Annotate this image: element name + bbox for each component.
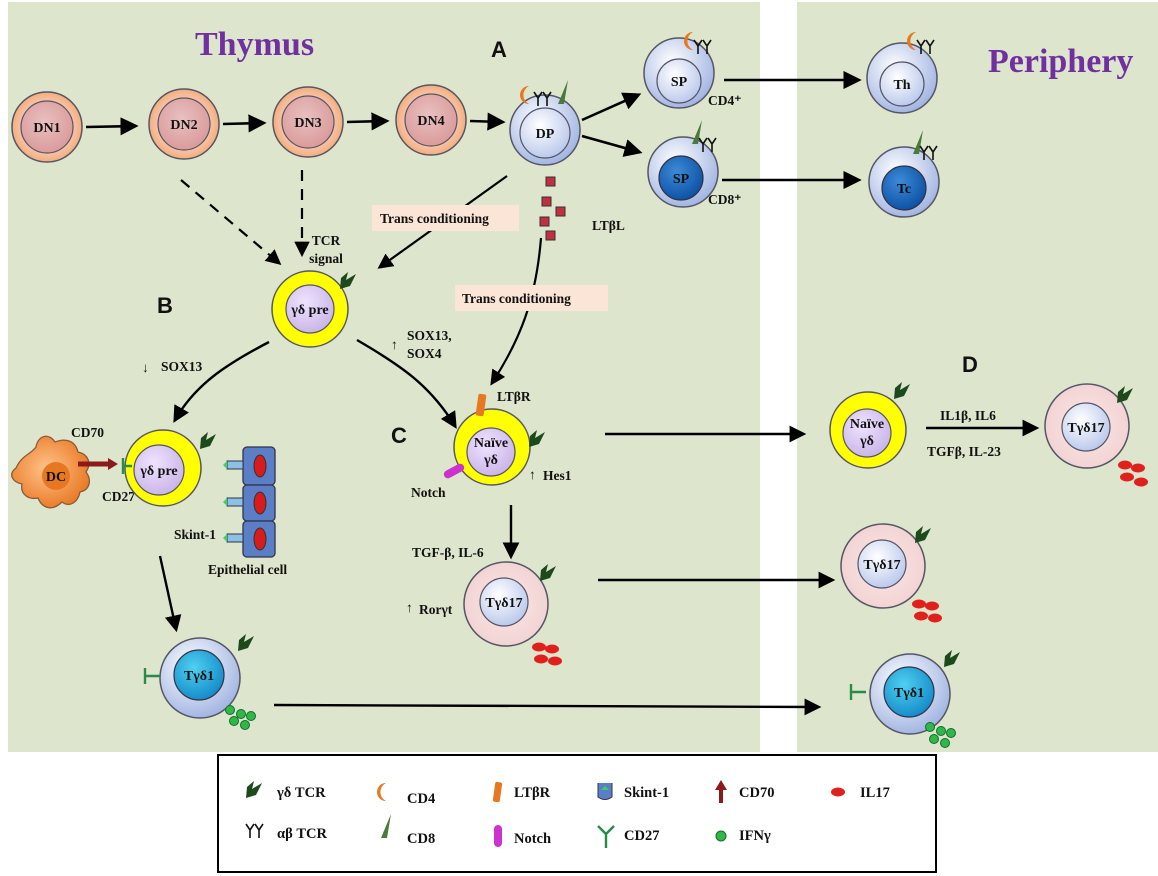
ltbl-ligands [539,176,566,241]
ltbr-label: LTβR [497,389,531,404]
legend-gd-tcr-label: γδ TCR [276,785,326,801]
svg-text:DN1: DN1 [33,121,60,136]
cd8-plus-label: CD8⁺ [708,192,741,207]
tgd17-cell-periphery-2: Tγδ17 [840,523,942,623]
svg-text:Tγδ17: Tγδ17 [1067,421,1104,436]
hes1-up-arrow: ↑ [529,467,536,482]
sox13-down-arrow: ↓ [142,360,149,375]
tgf-il6-label: TGF-β, IL-6 [412,545,484,560]
ltbl-label: LTβL [592,218,625,233]
tc-cell: Tc [868,130,940,218]
trans-conditioning-box-2 [455,285,608,311]
dn1-cell: DN1 [11,91,83,163]
legend-cd70-label: CD70 [739,785,774,801]
naive-gd-cell-thymus: Naïve γδ [443,393,545,486]
notch-label: Notch [411,485,446,500]
epithelial-cell-label: Epithelial cell [208,562,287,577]
sox13-sox4-up-label: SOX13, [407,328,452,343]
svg-text:Tγδ1: Tγδ1 [894,686,924,701]
svg-text:Naïve: Naïve [850,417,884,432]
cd4-plus-label: CD4⁺ [708,93,741,108]
panel-letter-b: B [157,293,173,318]
rorgt-up-arrow: ↑ [406,600,413,615]
cd70-arrow [78,458,118,470]
branch-arrows [158,338,1040,716]
svg-text:γδ: γδ [859,434,874,449]
svg-text:γδ pre: γδ pre [139,464,177,479]
cd70-label: CD70 [71,425,104,440]
svg-text:DC: DC [46,470,66,485]
dp-cell: DP [509,80,581,166]
tgd1-cell-periphery: Tγδ1 [849,650,960,748]
legend-cd8-label: CD8 [407,831,435,847]
legend-ab-tcr-label: αβ TCR [277,826,327,842]
legend-cd27-label: CD27 [624,828,659,844]
tgd17-cell-thymus: Tγδ17 [463,561,562,666]
tgd1-cell-thymus: Tγδ1 [143,634,256,730]
il1b-il6-label: IL1β, IL6 [940,408,996,423]
periphery-title: Periphery [988,43,1133,80]
legend-cd70-icon [715,780,727,803]
svg-text:SP: SP [671,75,688,90]
trans-conditioning-label-1: Trans conditioning [380,211,489,226]
svg-text:DN4: DN4 [417,114,444,129]
trans-conditioning-box-1 [372,205,519,231]
svg-text:DN2: DN2 [170,118,197,133]
svg-text:Tγδ17: Tγδ17 [485,596,522,611]
legend-skint1-label: Skint-1 [624,785,669,801]
tcr-signal-label: TCR [312,233,341,248]
dn4-cell: DN4 [395,84,467,156]
sox13-sox4-up-arrow: ↑ [391,337,398,352]
gd-pre-cell-center: γδ pre [271,270,356,348]
legend: γδ TCR αβ TCR CD4 CD8 LTβR Notch Skint-1… [217,754,937,873]
skint1-label: Skint-1 [174,527,216,542]
gd-pre-cell-b: γδ pre [121,429,216,507]
legend-ltbr-label: LTβR [514,785,551,801]
epithelial-cells [223,446,276,558]
svg-text:γδ pre: γδ pre [290,303,328,318]
svg-text:γδ: γδ [483,453,498,468]
naive-gd-cell-periphery: Naïve γδ [829,382,910,469]
tgd17-cell-periphery-1: Tγδ17 [1044,383,1148,487]
svg-text:Tc: Tc [897,182,911,197]
dn3-cell: DN3 [272,86,344,158]
panel-letter-c: C [391,423,407,448]
tgfb-il23-label: TGFβ, IL-23 [927,444,1001,459]
hes1-label: Hes1 [543,468,572,483]
svg-text:Th: Th [893,78,910,93]
th-cell: Th [866,32,938,114]
cd27-label: CD27 [102,489,135,504]
sox13-down-label: SOX13 [161,359,203,374]
legend-ifng-label: IFNγ [739,828,771,844]
legend-notch-icon [494,825,502,847]
sox13-sox4-up-label-line2: SOX4 [407,346,442,361]
panel-letter-d: D [962,352,978,377]
svg-text:SP: SP [673,172,690,187]
tcr-signal-label-line2: signal [309,251,343,266]
svg-text:Naïve: Naïve [474,436,508,451]
legend-skint1-icon [597,783,613,800]
periphery-panel [797,2,1158,752]
dn2-cell: DN2 [148,88,220,160]
legend-cd4-label: CD4 [407,791,435,807]
legend-ifng-icon [715,830,727,842]
rorgt-label: Rorγt [419,602,453,617]
dendritic-cell: DC [11,435,91,509]
trans-conditioning-label-2: Trans conditioning [462,291,571,306]
thymus-panel [8,2,760,752]
sp-cd4-cell: SP [643,32,715,109]
thymus-title: Thymus [195,26,314,63]
legend-notch-label: Notch [514,831,551,847]
panel-letter-a: A [491,37,507,62]
legend-il17-icon [831,787,845,797]
sp-cd8-cell: SP [647,120,719,208]
svg-text:Tγδ1: Tγδ1 [184,669,214,684]
legend-ltbr-icon [492,781,503,803]
legend-il17-label: IL17 [860,785,890,801]
legend-cd27-icon [597,825,615,848]
svg-text:DN3: DN3 [294,116,321,131]
svg-text:Tγδ17: Tγδ17 [863,558,900,573]
svg-text:DP: DP [536,127,555,142]
